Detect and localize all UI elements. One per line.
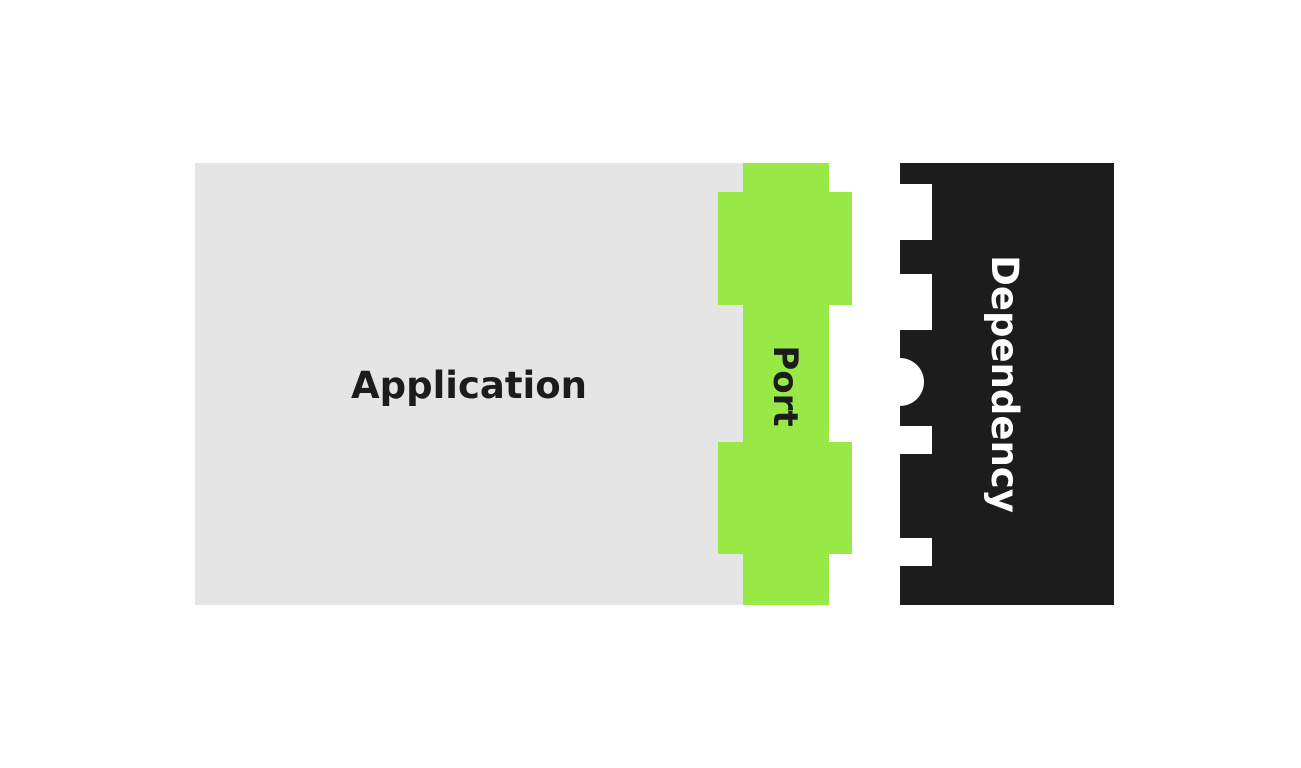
application-label: Application	[351, 364, 587, 407]
application-block: Application	[195, 163, 755, 605]
dependency-shape	[900, 163, 1114, 605]
dependency-block: Dependency	[900, 163, 1114, 605]
port-label: Port	[765, 345, 805, 426]
dependency-label: Dependency	[983, 255, 1026, 513]
port-block: Port	[718, 163, 852, 605]
application-shape	[195, 163, 755, 605]
port-shape	[718, 163, 852, 605]
